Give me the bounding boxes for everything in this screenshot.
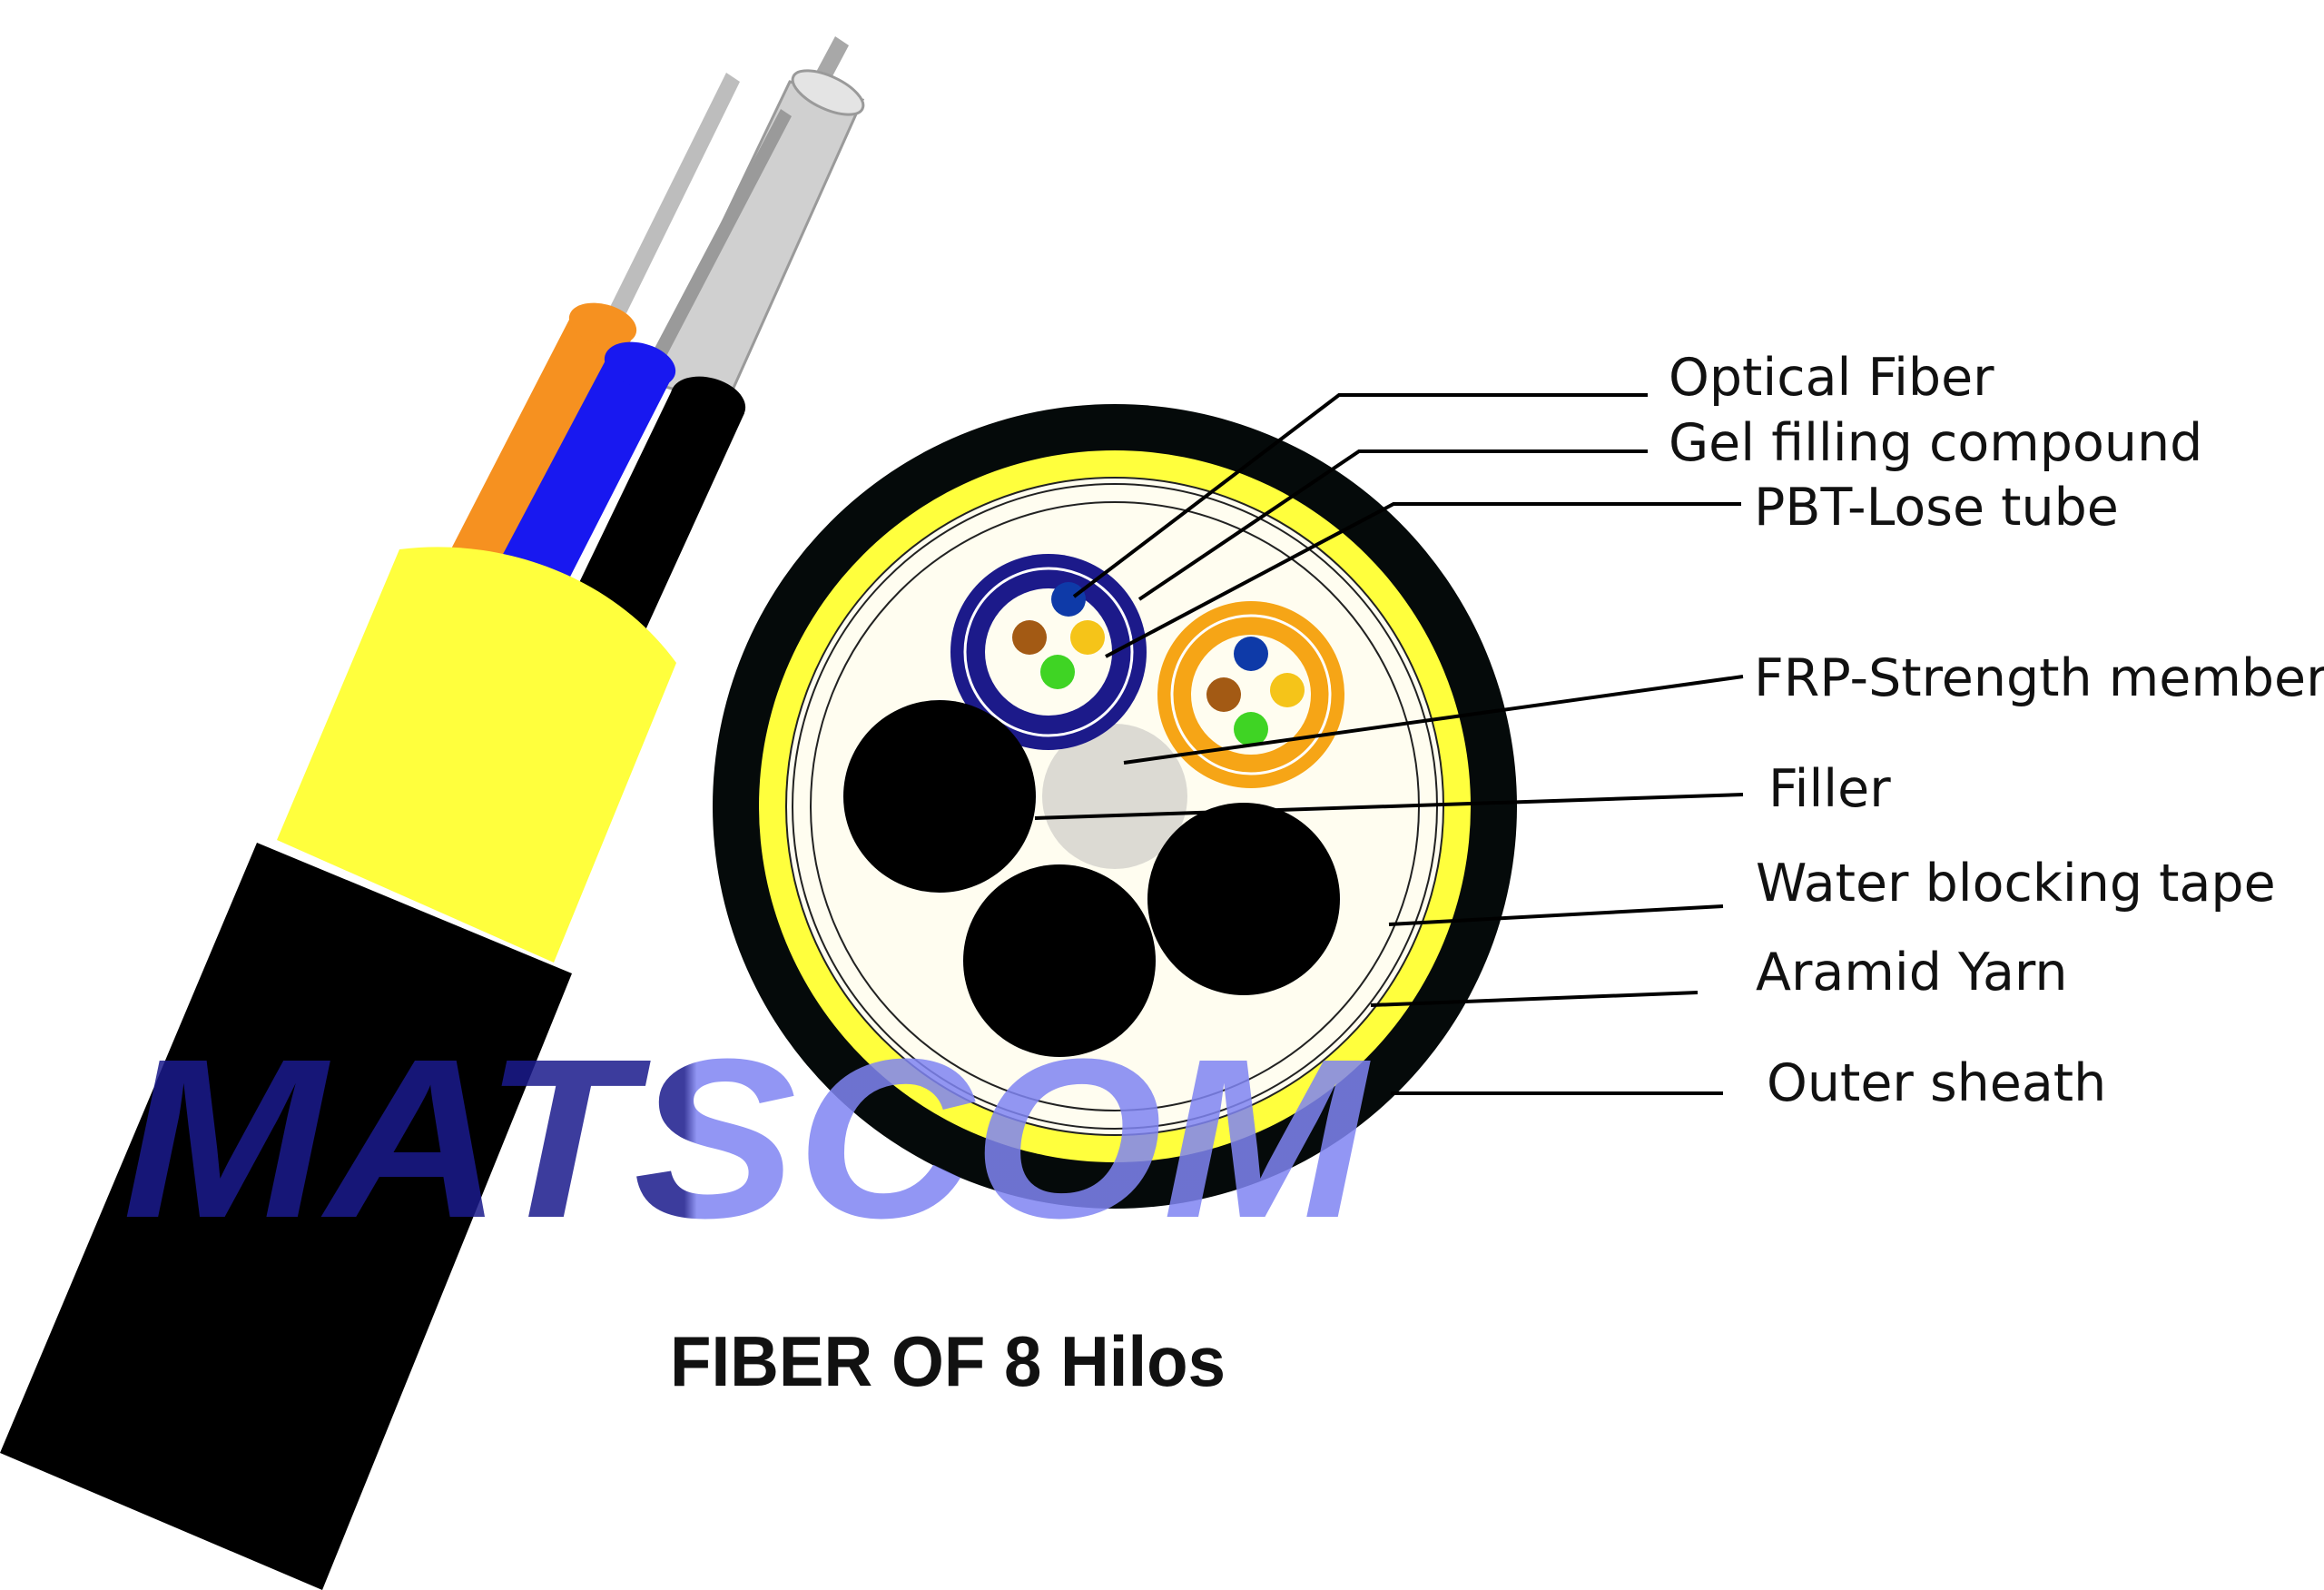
- watermark: MATSCOM: [123, 1012, 1371, 1265]
- labels: Optical Fiber Gel filling compound PBT-L…: [1669, 348, 2324, 1113]
- label-frp-member: FRP-Strength member: [1754, 648, 2324, 708]
- label-gel-filling: Gel filling compound: [1669, 413, 2202, 473]
- strand-grey-1: [610, 73, 740, 313]
- outer-sheath-side: [0, 843, 572, 1590]
- leader-pbt-tube: [1105, 502, 1741, 658]
- fiber-brown: [1012, 620, 1047, 655]
- label-outer-sheath: Outer sheath: [1767, 1053, 2106, 1113]
- frp-rod-tip: [791, 69, 865, 116]
- label-optical-fiber: Optical Fiber: [1669, 348, 1994, 408]
- diagram-title: FIBER OF 8 Hilos: [670, 1321, 1226, 1401]
- label-water-tape: Water blocking tape: [1756, 854, 2276, 914]
- loose-tube-orange-ring: [1170, 614, 1332, 775]
- aramid-layer-side: [277, 547, 676, 963]
- leader-water-tape: [1388, 904, 1724, 926]
- frp-rod-side: [644, 80, 865, 406]
- orange-tube-side: [445, 318, 635, 581]
- black-tube-end: [670, 376, 746, 427]
- fiber-blue: [1051, 582, 1086, 617]
- leader-optical-fiber: [1072, 393, 1648, 598]
- watermark-text: MATSCOM: [123, 1012, 1371, 1265]
- leader-lines: [1034, 393, 1744, 1095]
- loose-tube-blue-gel: [985, 588, 1112, 716]
- fiber-green: [1040, 655, 1075, 689]
- fiber-green-2: [1234, 712, 1268, 746]
- fiber-brown-2: [1206, 677, 1241, 712]
- filler-left: [843, 700, 1036, 893]
- label-aramid-yarn: Aramid Yarn: [1756, 943, 2067, 1002]
- fiber-yellow-2: [1270, 673, 1305, 707]
- leader-aramid-yarn: [1370, 991, 1699, 1007]
- leader-frp-member: [1123, 675, 1744, 765]
- label-filler: Filler: [1768, 759, 1891, 819]
- cable-cross-section: [713, 404, 1517, 1209]
- orange-tube-end: [568, 302, 637, 346]
- loose-tube-blue-ring: [963, 567, 1134, 737]
- loose-tube-orange-gel: [1191, 635, 1311, 755]
- cable-side-view: [0, 36, 865, 1590]
- blue-tube-end: [604, 341, 676, 389]
- leader-filler: [1034, 793, 1744, 820]
- label-pbt-tube: PBT-Lose tube: [1754, 478, 2119, 538]
- leader-gel-filling: [1137, 449, 1648, 601]
- fiber-blue-2: [1234, 637, 1268, 671]
- filler-bottom: [963, 864, 1156, 1057]
- filler-right: [1147, 803, 1340, 995]
- strand-grey-3: [650, 109, 792, 363]
- fiber-yellow: [1070, 620, 1105, 655]
